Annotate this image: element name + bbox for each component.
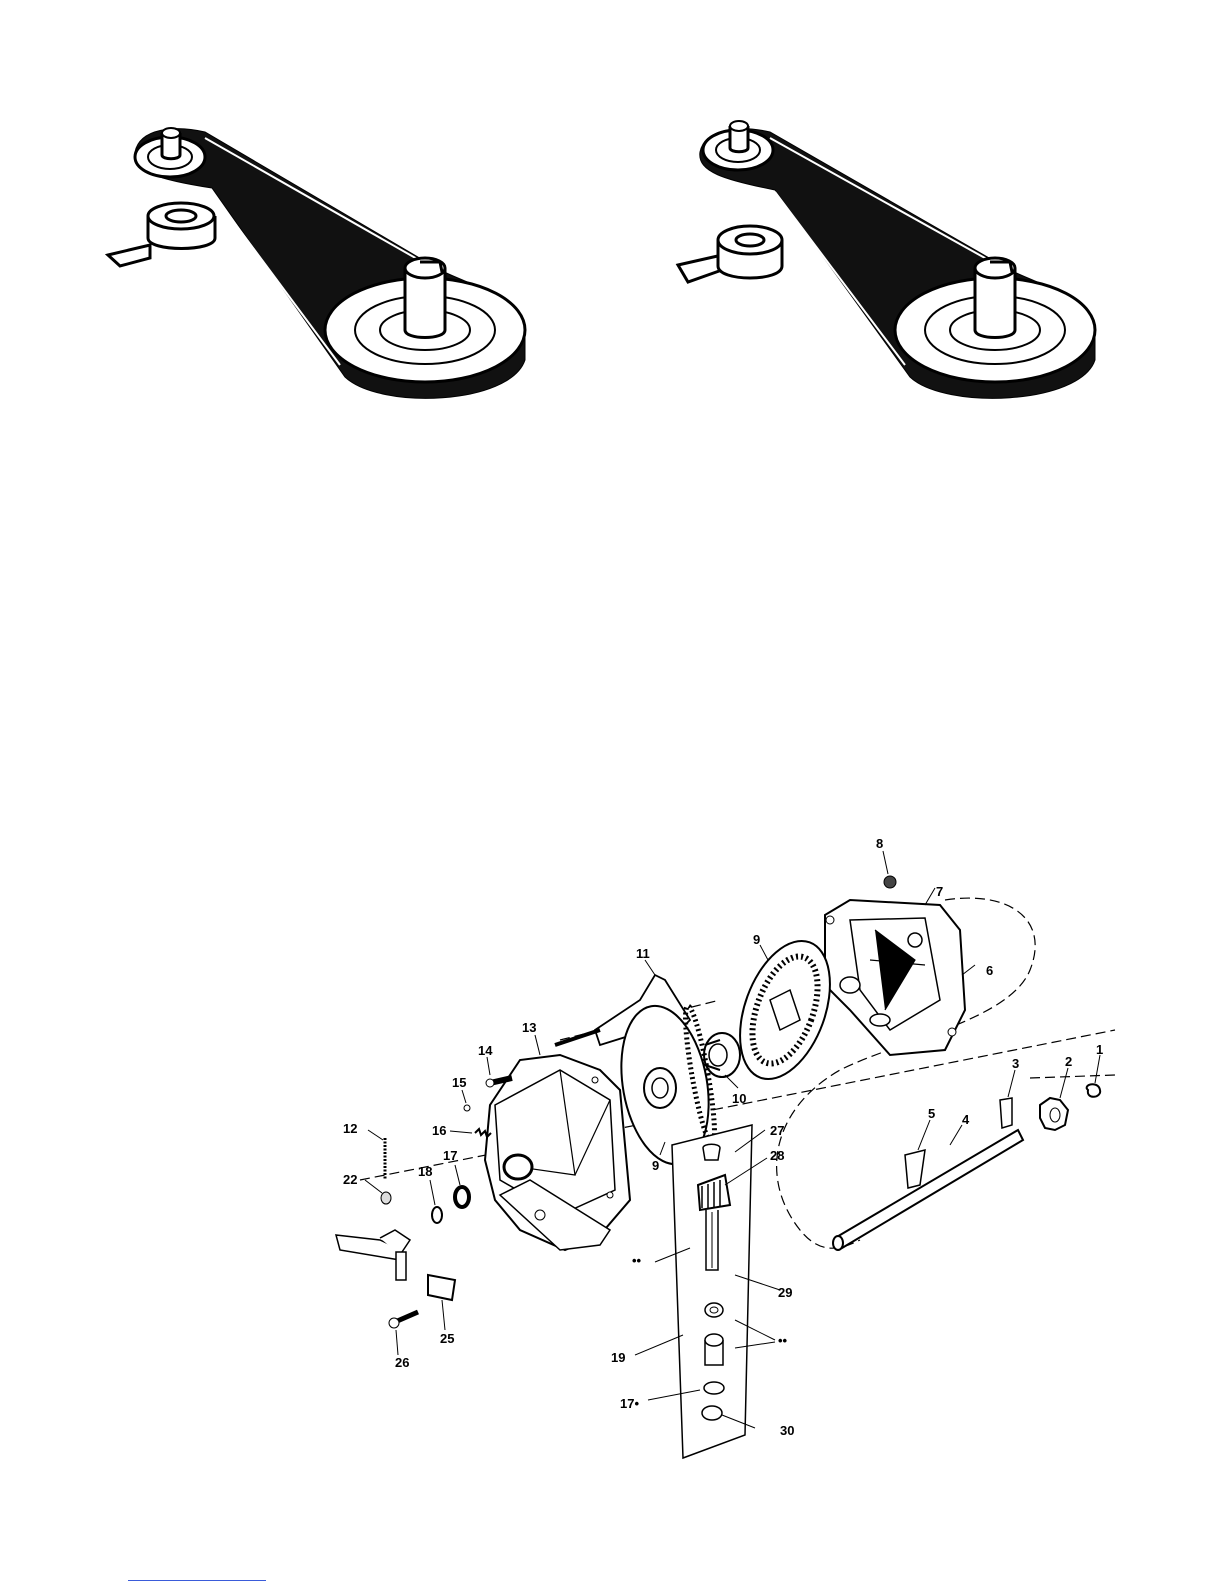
callout-6: 6 [986, 963, 993, 978]
callout-26: 26 [395, 1355, 409, 1370]
callout-17: 17 [443, 1148, 457, 1163]
callout-dots-left: •• [632, 1253, 642, 1268]
callout-9-bevel-gear: 9 [753, 932, 760, 947]
belt-drive-left [108, 128, 525, 398]
callout-dots-right: •• [778, 1333, 788, 1348]
callout-13: 13 [522, 1020, 536, 1035]
shoulder-bolt [389, 1312, 418, 1328]
callout-18: 18 [418, 1164, 432, 1179]
footer-rule [128, 1580, 266, 1581]
callout-25: 25 [440, 1331, 454, 1346]
right-housing [825, 900, 965, 1055]
callout-5: 5 [928, 1106, 935, 1121]
callout-11: 11 [636, 946, 650, 961]
callout-17-starred: 17• [620, 1396, 639, 1411]
callout-3: 3 [1012, 1056, 1019, 1071]
callout-12: 12 [343, 1121, 357, 1136]
snap-ring [432, 1207, 442, 1223]
e-clip [1087, 1084, 1101, 1097]
callout-19: 19 [611, 1350, 625, 1365]
shift-collar [704, 1033, 740, 1077]
shift-plate [428, 1275, 455, 1300]
nut [884, 876, 896, 888]
thrust-washer [455, 1187, 469, 1207]
axle [833, 1130, 1023, 1250]
belt-drive-right [678, 121, 1095, 398]
shift-lever [336, 1230, 410, 1280]
callout-8: 8 [876, 836, 883, 851]
washer [381, 1192, 391, 1204]
callout-1: 1 [1096, 1042, 1103, 1057]
callout-10: 10 [732, 1091, 746, 1106]
detent-ball [464, 1105, 470, 1111]
transmission-exploded-view: 1 2 3 4 5 6 7 8 9 9 10 11 12 13 14 15 16… [336, 836, 1115, 1458]
callout-22: 22 [343, 1172, 357, 1187]
idler-pulley [678, 226, 782, 282]
callout-2: 2 [1065, 1054, 1072, 1069]
callout-28: 28 [770, 1148, 784, 1163]
idler-pulley [108, 203, 215, 266]
callout-7: 7 [936, 884, 943, 899]
callout-15: 15 [452, 1075, 466, 1090]
callout-29: 29 [778, 1285, 792, 1300]
callout-4: 4 [962, 1112, 970, 1127]
sprocket [1040, 1098, 1068, 1130]
callout-9-spur-gear: 9 [652, 1158, 659, 1173]
key [1000, 1098, 1012, 1128]
callout-27: 27 [770, 1123, 784, 1138]
callout-14: 14 [478, 1043, 493, 1058]
callout-16: 16 [432, 1123, 446, 1138]
key [905, 1150, 925, 1188]
left-housing [485, 1055, 630, 1250]
callout-30: 30 [780, 1423, 794, 1438]
